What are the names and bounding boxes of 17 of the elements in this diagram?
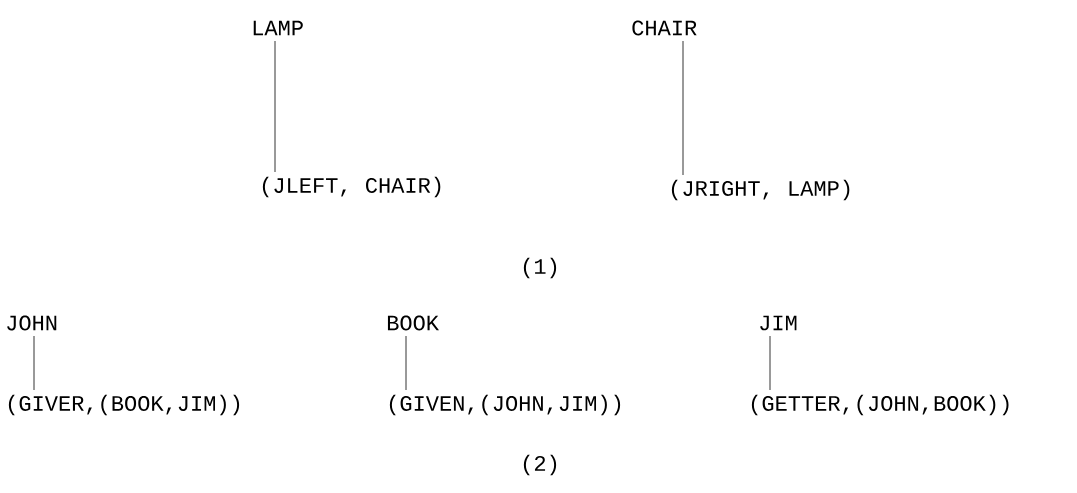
node-text: (JRIGHT, LAMP) <box>671 179 850 201</box>
node-text: (JLEFT, CHAIR) <box>262 176 441 198</box>
figure-number: (1) <box>523 257 557 279</box>
node-text: (GIVEN,(JOHN,JIM)) <box>389 394 621 416</box>
node-text: CHAIR <box>632 20 697 36</box>
line <box>769 335 771 391</box>
node-text: LAMP <box>253 20 303 36</box>
line <box>682 40 684 176</box>
node-text: JIM <box>760 315 797 331</box>
line <box>405 335 407 391</box>
line <box>33 335 35 391</box>
node-text: BOOK <box>387 315 439 331</box>
node-text: (GETTER,(JOHN,BOOK)) <box>751 394 1009 416</box>
node-text: (GIVER,(BOOK,JIM)) <box>8 394 240 416</box>
line <box>274 40 276 173</box>
figure-number: (2) <box>523 454 557 476</box>
node-text: JOHN <box>7 315 57 331</box>
